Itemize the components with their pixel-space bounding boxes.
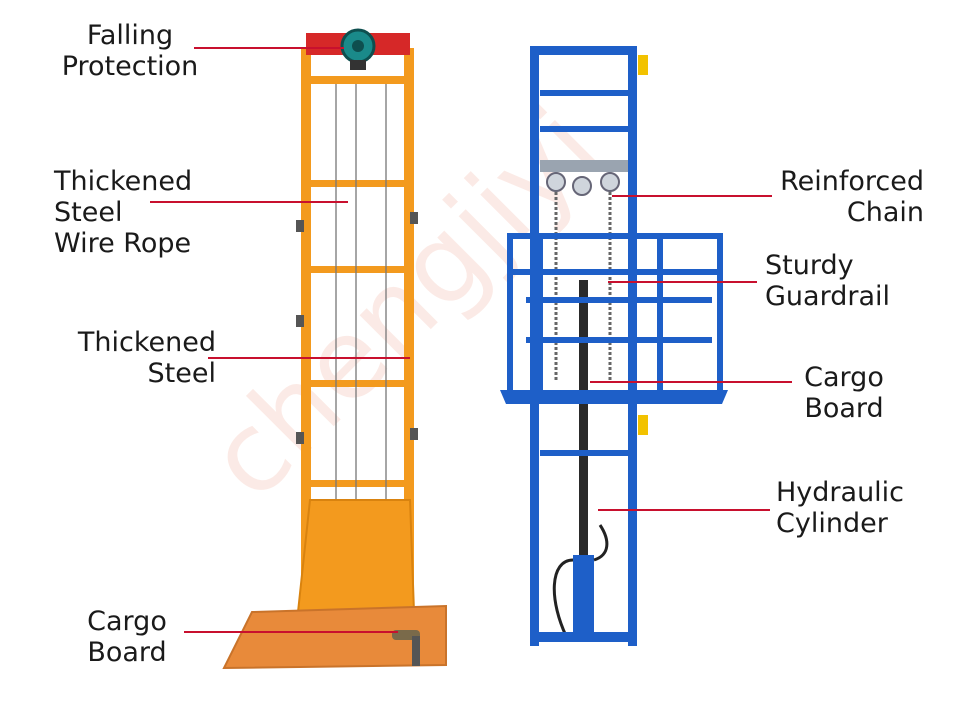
right-upright-1	[530, 46, 539, 646]
left-cargo-board	[222, 604, 447, 670]
right-lift	[500, 46, 728, 646]
label-reinforced-chain: Reinforced Chain	[780, 166, 924, 228]
guardrail	[507, 233, 723, 399]
right-cargo-board	[500, 390, 728, 404]
label-wire-rope: Thickened Steel Wire Rope	[54, 166, 193, 259]
left-upright-2	[404, 48, 414, 638]
label-right-cargo-board: Cargo Board	[804, 362, 884, 424]
label-hydraulic-cylinder: Hydraulic Cylinder	[776, 477, 905, 539]
platform-back-panel	[296, 499, 416, 613]
label-falling-protection: Falling Protection	[61, 20, 199, 82]
label-left-cargo-board: Cargo Board	[87, 606, 167, 668]
leader-lines	[150, 47, 792, 633]
label-guardrail: Sturdy Guardrail	[765, 250, 890, 312]
left-lift	[222, 28, 447, 670]
hydraulic-cylinder-rod	[579, 280, 588, 640]
right-upright-2	[628, 46, 637, 646]
label-thickened-steel: Thickened Steel	[77, 327, 216, 389]
left-upright-1	[301, 48, 311, 638]
